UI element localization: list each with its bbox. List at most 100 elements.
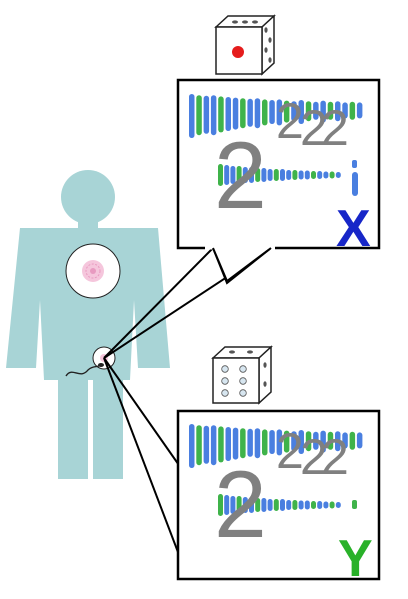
chromosome-mark [232, 97, 239, 130]
chromosome-mark [342, 102, 348, 119]
chromosome-mark [269, 430, 275, 454]
sex-chromosome-label: X [336, 200, 371, 258]
chromosome-mark [280, 169, 285, 181]
chromosome-mark [317, 171, 323, 179]
small-count-a: 2 [276, 93, 304, 149]
chromosome-mark [262, 99, 268, 126]
chromosome-mark [196, 425, 202, 466]
small-count-b: 2 [300, 429, 328, 485]
chromosome-mark [320, 430, 326, 453]
chromosome-mark [230, 496, 236, 514]
chromosome-mark [218, 494, 223, 516]
chromosome-mark [329, 171, 335, 179]
chromosome-mark [261, 168, 267, 182]
person-silhouette-icon [6, 170, 170, 479]
chromosome-mark [255, 168, 261, 182]
chromosome-mark [236, 166, 242, 184]
chromosome-mark [317, 501, 323, 509]
chromosome-mark [276, 429, 283, 456]
chromosome-mark [320, 100, 326, 123]
chromosome-mark [305, 101, 312, 122]
chromosome-mark [291, 431, 297, 452]
person-left-leg [58, 375, 88, 479]
bottom-die [211, 345, 273, 405]
chromosome-mark [224, 495, 230, 515]
person-head [61, 170, 115, 224]
autosome-set [189, 424, 363, 516]
chromosome-mark [327, 431, 334, 450]
sex-chromosome-label: Y [338, 530, 373, 588]
chromosome-mark [335, 172, 341, 178]
body-cell [65, 243, 121, 299]
chromosome-mark [273, 499, 279, 511]
person-right-leg [93, 375, 123, 479]
top-die [214, 14, 276, 76]
chromosome-mark [311, 501, 316, 509]
chromosome-mark [230, 166, 236, 184]
chromosome-mark [335, 431, 341, 452]
chromosome-mark [323, 501, 329, 509]
chromosome-mark [203, 95, 210, 134]
chromosome-mark [292, 500, 298, 510]
bottom-karyotype-panel: 2 2 2 2 Y [176, 409, 381, 588]
chromosome-mark [298, 500, 304, 510]
sex-chromosome-mark [352, 160, 357, 168]
chromosome-mark [189, 424, 195, 468]
chromosome-mark [342, 432, 348, 449]
chromosome-mark [269, 100, 275, 124]
chromosome-mark [249, 167, 254, 183]
chromosome-mark [329, 501, 335, 509]
chromosome-mark [242, 167, 248, 183]
chromosome-mark [225, 97, 231, 131]
big-count: 2 [214, 452, 267, 558]
autosome-set [189, 94, 363, 186]
chromosome-mark [292, 170, 298, 180]
chromosome-mark [335, 101, 341, 122]
chromosome-mark [313, 431, 319, 450]
chromosome-mark [261, 498, 267, 512]
chromosome-mark [356, 102, 363, 119]
chromosome-mark [280, 499, 285, 511]
chromosome-mark [267, 499, 273, 511]
chromosome-mark [225, 427, 231, 461]
chromosome-mark [218, 164, 223, 186]
chromosome-mark [240, 98, 246, 129]
chromosome-mark [203, 425, 210, 464]
small-count-a: 2 [276, 423, 304, 479]
chromosome-mark [247, 98, 253, 127]
chromosome-mark [304, 500, 310, 510]
small-count-c: 2 [321, 100, 349, 156]
chromosome-mark [267, 169, 273, 181]
chromosome-mark [224, 165, 230, 185]
die-icon [211, 345, 273, 405]
chromosome-mark [210, 425, 217, 466]
sex-chromosome-mark [352, 500, 357, 509]
chromosome-mark [254, 428, 261, 459]
chromosome-mark [247, 428, 253, 457]
chromosome-mark [298, 100, 304, 124]
chromosome-mark [240, 428, 246, 459]
chromosome-mark [298, 430, 304, 454]
chromosome-mark [273, 169, 279, 181]
chromosome-mark [349, 101, 356, 120]
chromosome-mark [218, 96, 224, 133]
chromosome-mark [286, 170, 292, 180]
chromosome-mark [335, 502, 341, 508]
small-count-c: 2 [321, 429, 349, 485]
chromosome-mark [298, 170, 304, 180]
sex-chromosome-mark [352, 172, 358, 196]
chromosome-mark [236, 496, 242, 514]
small-count-b: 2 [300, 100, 328, 156]
chromosome-mark [232, 427, 239, 460]
chromosome-mark [283, 100, 290, 123]
top-karyotype-panel: 2 2 2 2 X [176, 78, 381, 285]
chromosome-mark [210, 95, 217, 136]
chromosome-mark [276, 99, 283, 126]
chromosome-mark [291, 101, 297, 122]
big-count: 2 [214, 123, 267, 229]
chromosome-mark [349, 431, 356, 450]
chromosome-mark [189, 94, 195, 138]
chromosome-mark [254, 98, 261, 129]
chromosome-mark [311, 171, 316, 179]
